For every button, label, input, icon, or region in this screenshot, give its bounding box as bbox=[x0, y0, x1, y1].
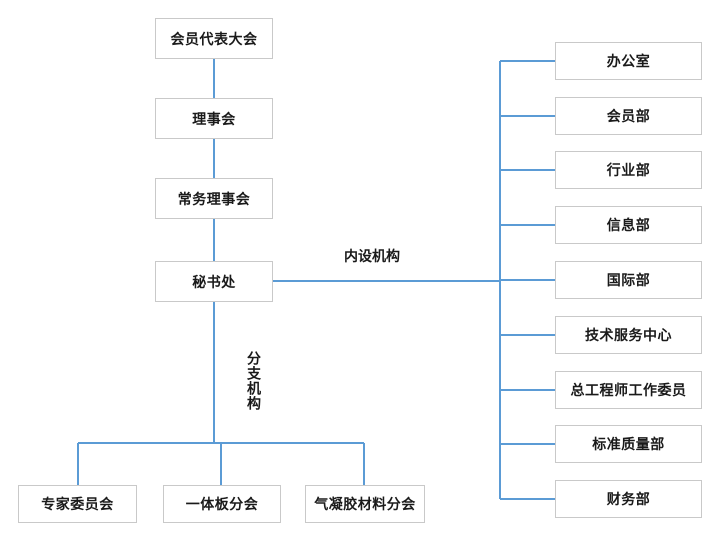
node-chief-engineer-committee[interactable]: 总工程师工作委员 bbox=[555, 371, 702, 409]
node-industry[interactable]: 行业部 bbox=[555, 151, 702, 189]
node-membership[interactable]: 会员部 bbox=[555, 97, 702, 135]
node-secretariat[interactable]: 秘书处 bbox=[155, 261, 273, 302]
node-finance-label: 财务部 bbox=[606, 492, 651, 508]
node-standard-quality[interactable]: 标准质量部 bbox=[555, 425, 702, 463]
node-council-label: 理事会 bbox=[192, 111, 236, 128]
node-standing-council-label: 常务理事会 bbox=[177, 191, 251, 208]
node-expert-committee[interactable]: 专家委员会 bbox=[18, 485, 137, 523]
node-international[interactable]: 国际部 bbox=[555, 261, 702, 299]
label-internal-departments: 内设机构 bbox=[340, 246, 404, 266]
node-tech-service-center-label: 技术服务中心 bbox=[585, 328, 672, 344]
node-information-label: 信息部 bbox=[606, 218, 651, 234]
node-industry-label: 行业部 bbox=[606, 163, 651, 179]
node-expert-committee-label: 专家委员会 bbox=[41, 497, 114, 513]
node-chief-engineer-committee-label: 总工程师工作委员 bbox=[570, 383, 687, 399]
node-aerogel-material-branch-label: 气凝胶材料分会 bbox=[314, 497, 416, 513]
node-tech-service-center[interactable]: 技术服务中心 bbox=[555, 316, 702, 354]
node-membership-label: 会员部 bbox=[606, 109, 651, 125]
node-finance[interactable]: 财务部 bbox=[555, 480, 702, 518]
node-standing-council[interactable]: 常务理事会 bbox=[155, 178, 273, 219]
node-standard-quality-label: 标准质量部 bbox=[592, 437, 665, 453]
node-aerogel-material-branch[interactable]: 气凝胶材料分会 bbox=[305, 485, 425, 523]
node-council[interactable]: 理事会 bbox=[155, 98, 273, 139]
node-international-label: 国际部 bbox=[606, 273, 651, 289]
node-integrated-board-branch[interactable]: 一体板分会 bbox=[163, 485, 281, 523]
node-information[interactable]: 信息部 bbox=[555, 206, 702, 244]
node-office-label: 办公室 bbox=[606, 54, 651, 70]
node-secretariat-label: 秘书处 bbox=[192, 274, 236, 291]
node-office[interactable]: 办公室 bbox=[555, 42, 702, 80]
label-branch-organizations: 分支机构 bbox=[243, 349, 261, 413]
node-assembly-label: 会员代表大会 bbox=[170, 31, 258, 48]
node-assembly[interactable]: 会员代表大会 bbox=[155, 18, 273, 59]
node-integrated-board-branch-label: 一体板分会 bbox=[185, 497, 259, 513]
